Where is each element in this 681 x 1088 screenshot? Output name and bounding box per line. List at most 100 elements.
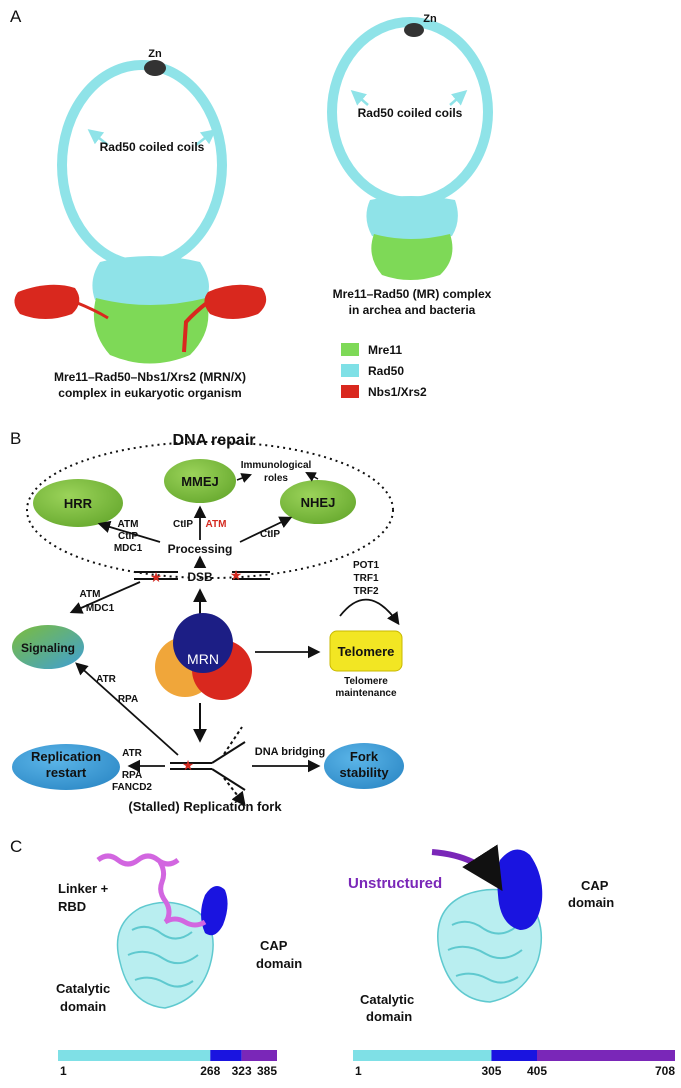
coil-arrow-right-1 [350, 90, 369, 106]
signal-factor-atm: ATM [80, 589, 101, 600]
hrr-factor-atm: ATM [118, 519, 139, 530]
dna-bridging-label: DNA bridging [255, 746, 325, 758]
arrow-dsb-atm [69, 581, 141, 614]
immunological-label-1: Immunological [241, 460, 312, 471]
mre11-dimer-left [93, 298, 209, 364]
nhej-factor-ctip: CtIP [260, 529, 280, 540]
mrn-blue [173, 613, 233, 673]
processing-label: Processing [168, 542, 233, 556]
domain-segment-linker-right [537, 1050, 675, 1061]
dsb-star-right: ★ [230, 567, 243, 583]
unstructured-tail [431, 844, 503, 892]
nbs1-right [204, 284, 267, 319]
domain-tick-left: 1 [60, 1064, 67, 1078]
mre11-structure-right [431, 844, 543, 1003]
signaling-ellipse [12, 625, 84, 669]
node-fork-stability: Fork stability [324, 743, 404, 789]
telomere-box [329, 630, 403, 672]
linker-label-2: RBD [58, 899, 86, 914]
legend-label-rad50: Rad50 [368, 364, 404, 378]
caption-right-line1: Mre11–Rad50 (MR) complex [333, 287, 492, 301]
domain-segment-linker-left [241, 1050, 277, 1061]
domain-segment-catalytic-left [58, 1050, 211, 1061]
restart-label-2: restart [46, 765, 87, 780]
arrow-telomere-loop [339, 598, 400, 626]
hrr-factor-mdc1: MDC1 [114, 543, 143, 554]
mrn-complex-structure: Zn Rad50 coiled coils [14, 48, 267, 364]
signal-factor-mdc1: MDC1 [86, 603, 115, 614]
legend-label-mre11: Mre11 [368, 343, 402, 357]
telomere-label: Telomere [338, 644, 395, 659]
mre11-dimer-right [371, 234, 453, 280]
catalytic-domain-left [116, 901, 214, 1009]
restart-factor-fancd2: FANCD2 [112, 782, 152, 793]
zn-hook-left [144, 60, 166, 76]
zn-label-right: Zn [423, 13, 437, 25]
catalytic-label-left-2: domain [60, 999, 106, 1014]
restart-ellipse [12, 744, 120, 790]
caption-left-line2: complex in eukaryotic organism [58, 386, 241, 400]
dsb-star-left: ★ [150, 569, 163, 585]
cap-label-left-2: domain [256, 956, 302, 971]
linker-rbd-helices [96, 853, 207, 928]
mmej-label: MMEJ [181, 474, 219, 489]
panel-label-a: A [10, 7, 22, 26]
coils-label-left: Rad50 coiled coils [100, 140, 205, 154]
cap-domain-right [497, 849, 543, 930]
mmej-ellipse [164, 459, 236, 503]
fork-arm-lower [211, 768, 246, 791]
hrr-factor-ctip: CtIP [118, 531, 138, 542]
nhej-label: NHEJ [301, 495, 336, 510]
dna-repair-title: DNA repair [173, 432, 256, 449]
mrn-label: MRN [187, 651, 219, 667]
arrow-processing-nhej [239, 516, 293, 543]
fork-stability-label-1: Fork [350, 749, 379, 764]
cap-label-right-1: CAP [581, 878, 609, 893]
mmej-factor-atm: ATM [206, 519, 227, 530]
domain-segment-catalytic-right [353, 1050, 492, 1061]
nbs1-linker-left [74, 300, 109, 320]
hrr-ellipse [33, 479, 123, 527]
domain-tick-left: 385 [257, 1064, 277, 1078]
catalytic-strands-left [127, 925, 199, 988]
stalled-fork-label: (Stalled) Replication fork [128, 799, 282, 814]
signaling-label: Signaling [21, 641, 75, 655]
node-mmej: MMEJ [164, 459, 236, 503]
coil-arrow-left-2 [195, 129, 217, 146]
mre11-structure-left [96, 853, 228, 1009]
unstructured-label: Unstructured [348, 875, 442, 892]
cap-label-left-1: CAP [260, 938, 288, 953]
arrow-processing-hrr [97, 520, 161, 543]
zn-label-left: Zn [148, 48, 162, 60]
arrow-mmej-immuno [236, 473, 252, 483]
legend-swatch-nbs1 [341, 385, 359, 398]
nbs1-left [14, 284, 80, 319]
node-telomere: Telomere [329, 630, 403, 672]
telomere-maint-1: Telomere [344, 676, 388, 687]
cap-label-right-2: domain [568, 895, 614, 910]
domain-segment-cap-left [210, 1050, 242, 1061]
caption-right-line2: in archea and bacteria [349, 303, 476, 317]
domain-tick-right: 708 [655, 1064, 675, 1078]
telomere-factor-trf2: TRF2 [354, 586, 379, 597]
fork-arm-upper [211, 741, 246, 764]
fork-stability-ellipse [324, 743, 404, 789]
arrow-nhej-immuno [305, 471, 319, 482]
telomere-factor-pot1: POT1 [353, 560, 380, 571]
catalytic-label-left-1: Catalytic [56, 981, 110, 996]
linker-label-1: Linker + [58, 881, 109, 896]
coils-label-right: Rad50 coiled coils [358, 106, 463, 120]
domain-tick-right: 305 [481, 1064, 501, 1078]
replication-fork: ★ [170, 726, 246, 807]
arrow-fork-signaling [75, 662, 179, 756]
immunological-label-2: roles [264, 473, 288, 484]
mrn-complex: MRN [155, 613, 252, 700]
nbs1-linker-right [182, 300, 210, 353]
node-signaling: Signaling [12, 625, 84, 669]
legend: Mre11 Rad50 Nbs1/Xrs2 [341, 343, 427, 399]
fork-stability-label-2: stability [339, 765, 389, 780]
signal-factor-rpa: RPA [118, 694, 138, 705]
dna-repair-boundary [26, 441, 394, 579]
